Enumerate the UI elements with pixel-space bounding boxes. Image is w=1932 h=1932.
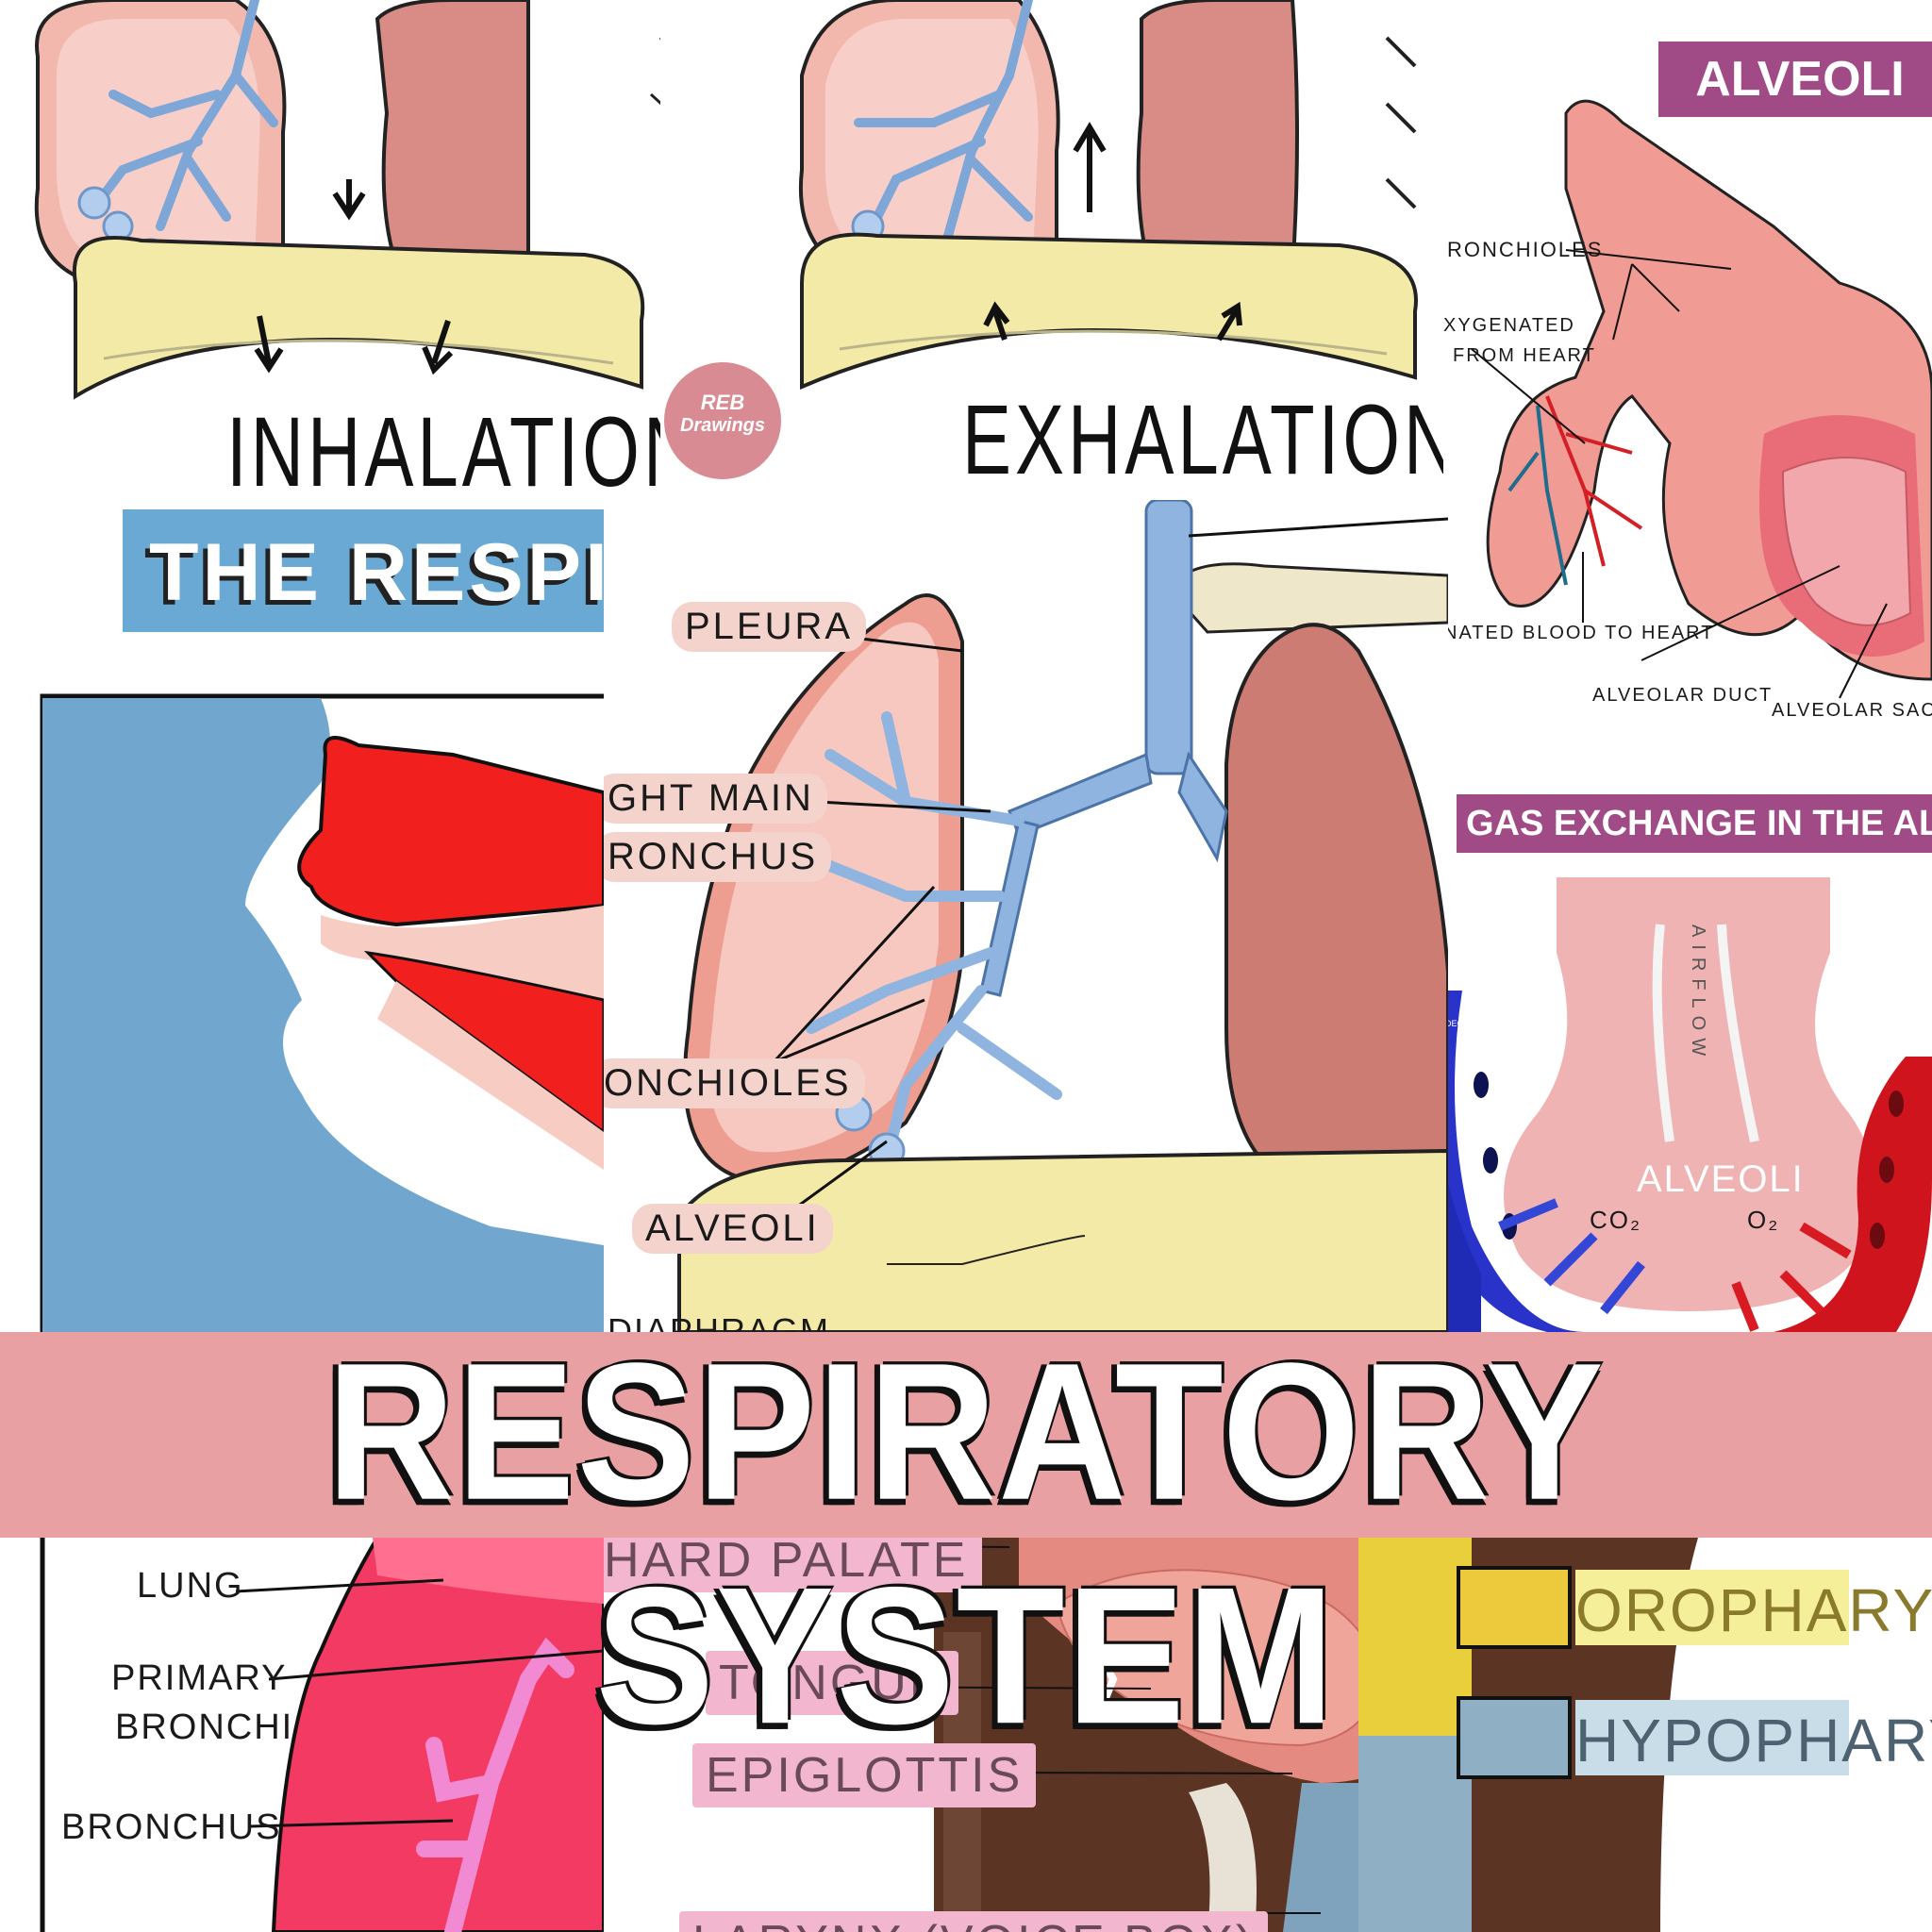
bronchus-label: BRONCHUS bbox=[61, 1807, 282, 1847]
gas-exchange-illustration bbox=[1443, 877, 1932, 1332]
alveoli-header: ALVEOLI bbox=[1658, 42, 1932, 117]
lungs-panel: PLEURA GHT MAIN RONCHUS ONCHIOLES ALVEOL… bbox=[604, 500, 1448, 1332]
primary-bronchi-label-2: BRONCHI bbox=[115, 1707, 294, 1747]
pleura-label: PLEURA bbox=[672, 602, 867, 652]
respiratory-title-bg bbox=[123, 509, 604, 632]
hypopharynx-label: HYPOPHARYNX bbox=[1575, 1707, 1932, 1774]
epiglottis-label: EPIGLOTTIS bbox=[692, 1743, 1037, 1807]
logo-line-2: Drawings bbox=[679, 415, 766, 436]
main-bronchus-label-2: RONCHUS bbox=[604, 832, 832, 882]
airflow-label: AIRFLOW bbox=[1688, 924, 1708, 1064]
alveolar-duct-label: ALVEOLAR DUCT bbox=[1592, 685, 1774, 706]
respiratory-title-panel: THE RESPIRA bbox=[0, 509, 604, 1332]
deoxygenated-blood-label-1: DEOXYGENATED bbox=[1445, 1019, 1516, 1028]
title-banner bbox=[0, 1332, 1932, 1538]
deoxygenated-blood-label-2: BLOOD bbox=[1460, 1030, 1491, 1040]
tongue-label: TONGUE bbox=[706, 1651, 958, 1715]
oxygenated-label-1: XYGENATED bbox=[1443, 315, 1575, 336]
respiratory-title: THE RESPIRA bbox=[149, 527, 604, 618]
bronchioles-label: ONCHIOLES bbox=[604, 1058, 865, 1108]
lungs-illustration bbox=[677, 500, 1448, 1332]
alveoli-gas-label: ALVEOLI bbox=[1637, 1158, 1805, 1200]
lower-right-panel: HARD PALATE TONGUE EPIGLOTTIS LARYNX (VO… bbox=[604, 1538, 1932, 1932]
alveoli-detail-panel: ALVEOLI RONCHIOLES XYGENATED FROM HEART … bbox=[1443, 0, 1932, 783]
lower-left-illustration bbox=[40, 1538, 604, 1932]
co2-label: CO₂ bbox=[1590, 1206, 1642, 1234]
oxygenated-label-2: FROM HEART bbox=[1453, 345, 1596, 366]
hard-palate-label: HARD PALATE bbox=[604, 1538, 982, 1592]
exhalation-illustration bbox=[798, 0, 1418, 391]
inhalation-illustration bbox=[34, 0, 660, 400]
primary-bronchi-label-1: PRIMARY bbox=[111, 1658, 288, 1698]
oropharynx-label: OROPHARYNX bbox=[1575, 1576, 1932, 1644]
o2-label: O₂ bbox=[1747, 1206, 1780, 1234]
pharynx-illustration bbox=[631, 1538, 1849, 1932]
exhalation-label: EXHALATION bbox=[962, 383, 1443, 491]
diaphragm-label: DIAPHRAGM bbox=[608, 1311, 831, 1332]
inhalation-panel: INHALATION bbox=[0, 0, 660, 500]
inhalation-label: INHALATION bbox=[226, 395, 660, 500]
alveoli-illustration bbox=[1471, 99, 1932, 699]
main-bronchus-label-1: GHT MAIN bbox=[604, 774, 827, 824]
head-cross-section-illustration bbox=[40, 693, 604, 1332]
lung-label: LUNG bbox=[137, 1566, 244, 1606]
alveoli-lung-label: ALVEOLI bbox=[632, 1204, 833, 1254]
reb-drawings-logo: REB Drawings bbox=[664, 362, 781, 479]
bronchioles-label-top: RONCHIOLES bbox=[1447, 238, 1604, 261]
deoxygenated-label: NATED BLOOD TO HEART bbox=[1443, 623, 1715, 643]
banner-title: RESPIRATORY SYSTEM bbox=[326, 1322, 1606, 1765]
larynx-label: LARYNX (VOICE BOX) bbox=[679, 1911, 1269, 1932]
logo-line-1: REB bbox=[700, 391, 745, 414]
gas-exchange-panel: GAS EXCHANGE IN THE ALVE AIRFLOW ALVEOLI… bbox=[1443, 783, 1932, 1332]
lower-left-panel: LUNG PRIMARY BRONCHI BRONCHUS bbox=[0, 1538, 604, 1932]
alveolar-sac-label: ALVEOLAR SAC bbox=[1772, 700, 1932, 721]
gas-exchange-header: GAS EXCHANGE IN THE ALVE bbox=[1457, 794, 1932, 853]
exhalation-panel: EXHALATION bbox=[783, 0, 1443, 491]
